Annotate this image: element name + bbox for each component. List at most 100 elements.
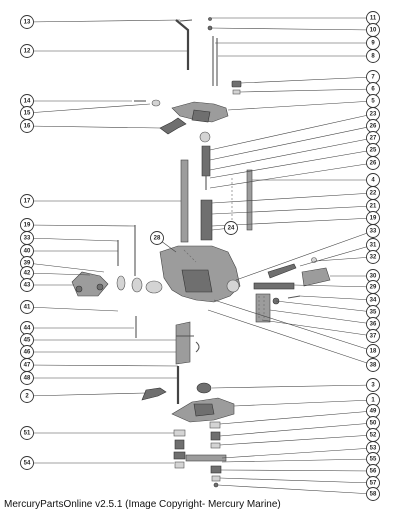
leader-line-right-28 <box>233 399 374 407</box>
callout-circle <box>20 389 34 403</box>
callout-right-24: 37 <box>366 329 380 343</box>
housing-side-bushing <box>145 280 163 294</box>
callout-right-22: 35 <box>366 305 380 319</box>
leader-line-right-15 <box>211 217 374 227</box>
callout-left-20: 54 <box>20 456 34 470</box>
callout-circle <box>20 371 34 385</box>
callout-number: 48 <box>24 375 31 381</box>
callout-number: 19 <box>24 222 31 228</box>
callout-right-34: 56 <box>366 464 380 478</box>
leader-line-right-22 <box>275 300 374 313</box>
callout-number: 37 <box>370 333 377 339</box>
leader-line-right-27 <box>211 384 374 389</box>
callout-number: 56 <box>370 468 377 474</box>
callout-number: 2 <box>25 393 29 399</box>
callout-right-26: 38 <box>366 358 380 372</box>
leader-line-right-26 <box>207 309 374 366</box>
callout-number: 32 <box>370 254 377 260</box>
lever-plate <box>175 321 191 365</box>
callout-circle <box>366 250 380 264</box>
callout-number: 35 <box>370 309 377 315</box>
callout-number: 6 <box>371 86 375 92</box>
dash-28 <box>183 249 197 263</box>
leader-line-right-18 <box>315 256 374 262</box>
callout-right-6: 5 <box>366 94 380 108</box>
callout-number: 8 <box>371 53 375 59</box>
callout-left-15: 46 <box>20 345 34 359</box>
callout-right-14: 21 <box>366 199 380 213</box>
washer-15 <box>151 99 161 107</box>
leader-line-right-29 <box>219 410 374 425</box>
callout-circle <box>224 221 238 235</box>
copyright-caption: MercuryPartsOnline v2.5.1 (Image Copyrig… <box>4 499 281 510</box>
callout-left-11: 43 <box>20 278 34 292</box>
bracket-hub <box>191 109 211 123</box>
callout-number: 50 <box>370 420 377 426</box>
clamp-hole-2 <box>96 283 104 291</box>
callout-circle <box>366 224 380 238</box>
leader-line-right-4 <box>240 76 374 84</box>
callout-number: 26 <box>370 160 377 166</box>
callout-left-2: 14 <box>20 94 34 108</box>
washer-49 <box>209 421 221 429</box>
callout-circle <box>20 194 34 208</box>
pin-58 <box>213 482 219 488</box>
leader-line-right-30 <box>219 422 374 437</box>
callout-number: 58 <box>370 491 377 497</box>
callout-number: 38 <box>370 362 377 368</box>
callout-number: 55 <box>370 456 377 462</box>
callout-number: 19 <box>370 215 377 221</box>
callout-circle <box>20 426 34 440</box>
callout-labels: 1312141516171933403942434144454647482515… <box>20 11 380 501</box>
callout-right-33: 55 <box>366 452 380 466</box>
callout-number: 26 <box>370 123 377 129</box>
rod-grip <box>179 19 193 22</box>
callout-number: 13 <box>24 19 31 25</box>
leader-line-right-25 <box>213 299 374 352</box>
callout-right-9: 27 <box>366 131 380 145</box>
callout-right-8: 26 <box>366 119 380 133</box>
callout-number: 34 <box>370 297 377 303</box>
parts-illustration <box>71 17 331 488</box>
leader-line-right-6 <box>227 100 374 111</box>
leader-line-right-33 <box>221 458 374 463</box>
callout-number: 16 <box>24 123 31 129</box>
callout-right-10: 25 <box>366 143 380 157</box>
callout-number: 12 <box>24 48 31 54</box>
callout-number: 23 <box>370 111 377 117</box>
spring <box>201 145 211 177</box>
callout-inner-0: 28 <box>150 231 164 245</box>
callout-right-13: 22 <box>366 186 380 200</box>
callout-circle <box>20 278 34 292</box>
callout-number: 49 <box>370 408 377 414</box>
small-nut <box>311 257 317 263</box>
small-screw <box>208 17 212 21</box>
callout-circle <box>20 119 34 133</box>
callout-right-31: 52 <box>366 428 380 442</box>
callout-circle <box>366 378 380 392</box>
callout-left-13: 44 <box>20 321 34 335</box>
washer-left <box>116 275 126 291</box>
callout-right-7: 23 <box>366 107 380 121</box>
callout-right-0: 11 <box>366 11 380 25</box>
callout-number: 17 <box>24 198 31 204</box>
leader-line-right-1 <box>210 27 374 31</box>
callout-right-2: 9 <box>366 36 380 50</box>
clamp-bracket <box>71 271 109 297</box>
housing-boss <box>181 269 213 293</box>
leader-line-right-32 <box>221 447 374 459</box>
leader-line-right-23 <box>269 309 374 325</box>
callout-right-29: 49 <box>366 404 380 418</box>
callout-number: 33 <box>24 235 31 241</box>
washer-51 <box>173 429 186 437</box>
thumb-screw <box>159 117 187 135</box>
callout-left-6: 19 <box>20 218 34 232</box>
tilt-tube <box>246 169 253 231</box>
leader-line-right-36 <box>217 484 374 495</box>
leader-line-right-34 <box>220 469 374 472</box>
callout-number: 14 <box>24 98 31 104</box>
callout-circle <box>20 44 34 58</box>
nut-56 <box>210 465 222 474</box>
callout-number: 52 <box>370 432 377 438</box>
